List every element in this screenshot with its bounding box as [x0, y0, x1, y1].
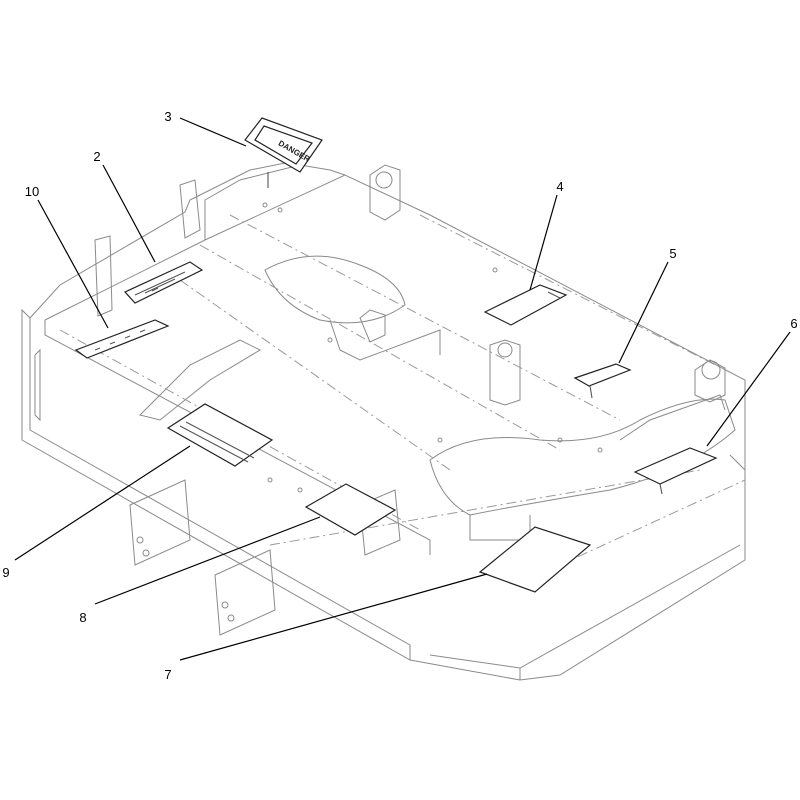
- callout-3: 3: [164, 109, 171, 124]
- callout-10: 10: [25, 184, 39, 199]
- callout-2: 2: [93, 149, 100, 164]
- decal-8: [304, 483, 397, 536]
- decal-7: [478, 526, 592, 593]
- deck-centerlines: [59, 214, 746, 566]
- callout-6: 6: [790, 316, 797, 331]
- leader-lines: [14, 117, 791, 661]
- callout-8: 8: [79, 610, 86, 625]
- mower-deck-outline: [21, 159, 746, 681]
- decal-6: [633, 447, 718, 495]
- decal-10: [74, 319, 170, 359]
- callout-labels: 3 2 10 4 5 6 9 8 7: [2, 109, 797, 682]
- callout-7: 7: [164, 667, 171, 682]
- decal-9: [166, 403, 274, 467]
- callout-5: 5: [669, 246, 676, 261]
- callout-9: 9: [2, 565, 9, 580]
- danger-decal: DANGER: [244, 117, 323, 188]
- decal-4: [483, 284, 568, 326]
- callout-4: 4: [556, 179, 563, 194]
- decal-2: [124, 261, 204, 304]
- decal-5: [573, 363, 632, 399]
